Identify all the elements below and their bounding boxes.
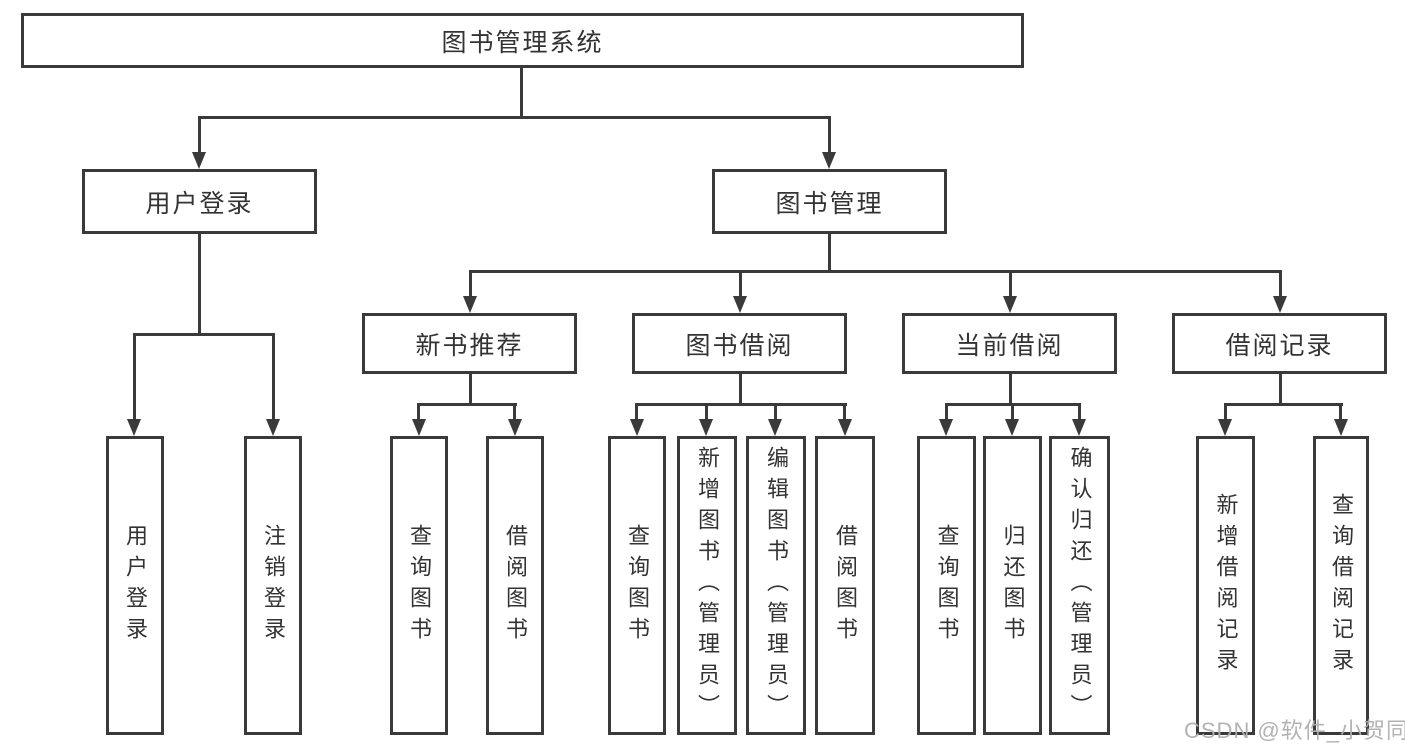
- connector-level2-branch: [198, 116, 831, 119]
- node-borrow-record: 借阅记录: [1172, 313, 1387, 374]
- arrow-to-leaf-rec-borrow-icon: [508, 419, 522, 436]
- node-current-borrow: 当前借阅: [902, 313, 1117, 374]
- node-new-book-rec-label: 新书推荐: [415, 331, 524, 360]
- connector-to-leaf-bb-borrow-line: [843, 403, 846, 421]
- arrow-to-current-borrow-icon: [1003, 296, 1017, 313]
- connector-borrow-record-stem: [1279, 372, 1282, 406]
- connector-to-leaf-cb-confirm-line: [1078, 403, 1081, 421]
- connector-to-leaf-rec-query-line: [417, 403, 420, 421]
- arrow-to-leaf-cb-confirm-icon: [1072, 419, 1086, 436]
- node-book-borrow-label: 图书借阅: [685, 331, 794, 360]
- arrow-to-leaf-bb-edit-icon: [768, 419, 782, 436]
- node-book-borrow: 图书借阅: [632, 313, 847, 374]
- connector-to-book-borrow-line: [739, 270, 742, 298]
- leaf-br-query-record-label: 查询借阅记录: [1329, 492, 1354, 679]
- connector-to-current-borrow-line: [1009, 270, 1012, 298]
- node-borrow-record-label: 借阅记录: [1225, 331, 1334, 360]
- leaf-cb-query-books-label: 查询图书: [934, 523, 960, 648]
- leaf-bb-query-books-label: 查询图书: [625, 523, 650, 648]
- connector-current-borrow-stem: [1009, 372, 1012, 406]
- arrow-to-leaf-br-query-icon: [1334, 419, 1348, 436]
- node-root-label: 图书管理系统: [441, 28, 604, 57]
- connector-level3-branch: [469, 270, 1282, 273]
- leaf-bb-borrow-books-label: 借阅图书: [833, 523, 858, 648]
- arrow-to-new-book-rec-icon: [463, 296, 477, 313]
- leaf-rec-query-books-label: 查询图书: [407, 523, 432, 648]
- connector-new-book-rec-stem: [469, 372, 472, 406]
- arrow-to-book-mgmt-icon: [822, 152, 836, 169]
- arrow-to-leaf-rec-query-icon: [412, 419, 426, 436]
- connector-borrow-record-branch: [1224, 403, 1343, 406]
- leaf-rec-borrow-books-label: 借阅图书: [503, 523, 528, 648]
- arrow-to-leaf-br-add-icon: [1218, 419, 1232, 436]
- node-book-mgmt-label: 图书管理: [775, 189, 884, 218]
- node-new-book-rec: 新书推荐: [362, 313, 577, 374]
- leaf-cb-confirm-return-label: 确认归还（管理员）: [1067, 446, 1093, 725]
- arrow-to-leaf-logout-icon: [266, 419, 280, 436]
- connector-to-leaf-bb-query-line: [635, 403, 638, 421]
- arrow-to-leaf-cb-return-icon: [1005, 419, 1019, 436]
- connector-root-stem: [520, 66, 523, 119]
- leaf-br-query-record: 查询借阅记录: [1313, 436, 1369, 735]
- node-book-mgmt: 图书管理: [712, 169, 947, 234]
- leaf-cb-return-books: 归还图书: [983, 436, 1042, 735]
- node-root: 图书管理系统: [21, 13, 1024, 68]
- connector-book-borrow-stem: [739, 372, 742, 406]
- connector-to-leaf-rec-borrow-line: [513, 403, 516, 421]
- connector-to-leaf-cb-query-line: [945, 403, 948, 421]
- arrow-to-user-login-icon: [192, 152, 206, 169]
- leaf-bb-add-books: 新增图书（管理员）: [677, 436, 737, 735]
- leaf-logout: 注销登录: [244, 436, 302, 735]
- connector-to-leaf-user-login-line: [133, 333, 136, 421]
- leaf-bb-borrow-books: 借阅图书: [815, 436, 875, 735]
- arrow-to-leaf-user-login-icon: [127, 419, 141, 436]
- connector-new-book-rec-branch: [418, 403, 517, 406]
- leaf-user-login: 用户登录: [106, 436, 164, 735]
- connector-to-leaf-br-add-line: [1224, 403, 1227, 421]
- connector-to-leaf-logout-line: [272, 333, 275, 421]
- leaf-bb-edit-books: 编辑图书（管理员）: [746, 436, 806, 735]
- connector-to-new-book-rec-line: [469, 270, 472, 298]
- connector-user-login-stem: [198, 232, 201, 336]
- node-user-login-label: 用户登录: [145, 189, 254, 218]
- leaf-user-login-label: 用户登录: [123, 523, 148, 648]
- leaf-cb-return-books-label: 归还图书: [1000, 523, 1026, 648]
- leaf-logout-label: 注销登录: [261, 523, 286, 648]
- arrow-to-borrow-record-icon: [1273, 296, 1287, 313]
- leaf-cb-confirm-return: 确认归还（管理员）: [1049, 436, 1110, 735]
- leaf-bb-add-books-label: 新增图书（管理员）: [695, 446, 720, 725]
- arrow-to-book-borrow-icon: [733, 296, 747, 313]
- leaf-bb-edit-books-label: 编辑图书（管理员）: [764, 446, 789, 725]
- connector-to-borrow-record-line: [1279, 270, 1282, 298]
- node-user-login: 用户登录: [82, 169, 317, 234]
- connector-to-leaf-cb-return-line: [1011, 403, 1014, 421]
- leaf-br-add-record-label: 新增借阅记录: [1213, 492, 1239, 679]
- arrow-to-leaf-bb-borrow-icon: [838, 419, 852, 436]
- node-current-borrow-label: 当前借阅: [955, 331, 1064, 360]
- arrow-to-leaf-cb-query-icon: [939, 419, 953, 436]
- connector-book-borrow-branch: [636, 403, 847, 406]
- arrow-to-leaf-bb-add-icon: [699, 419, 713, 436]
- connector-to-user-login-line: [198, 116, 201, 154]
- leaf-rec-query-books: 查询图书: [390, 436, 448, 735]
- connector-user-login-branch: [134, 333, 275, 336]
- connector-to-leaf-bb-add-line: [705, 403, 708, 421]
- csdn-watermark: CSDN @软件_小贺同学: [1184, 718, 1405, 743]
- connector-book-mgmt-stem: [828, 232, 831, 272]
- connector-to-book-mgmt-line: [828, 116, 831, 154]
- leaf-br-add-record: 新增借阅记录: [1196, 436, 1255, 735]
- leaf-bb-query-books: 查询图书: [608, 436, 666, 735]
- leaf-cb-query-books: 查询图书: [917, 436, 976, 735]
- connector-to-leaf-bb-edit-line: [774, 403, 777, 421]
- connector-to-leaf-br-query-line: [1339, 403, 1342, 421]
- arrow-to-leaf-bb-query-icon: [630, 419, 644, 436]
- leaf-rec-borrow-books: 借阅图书: [486, 436, 544, 735]
